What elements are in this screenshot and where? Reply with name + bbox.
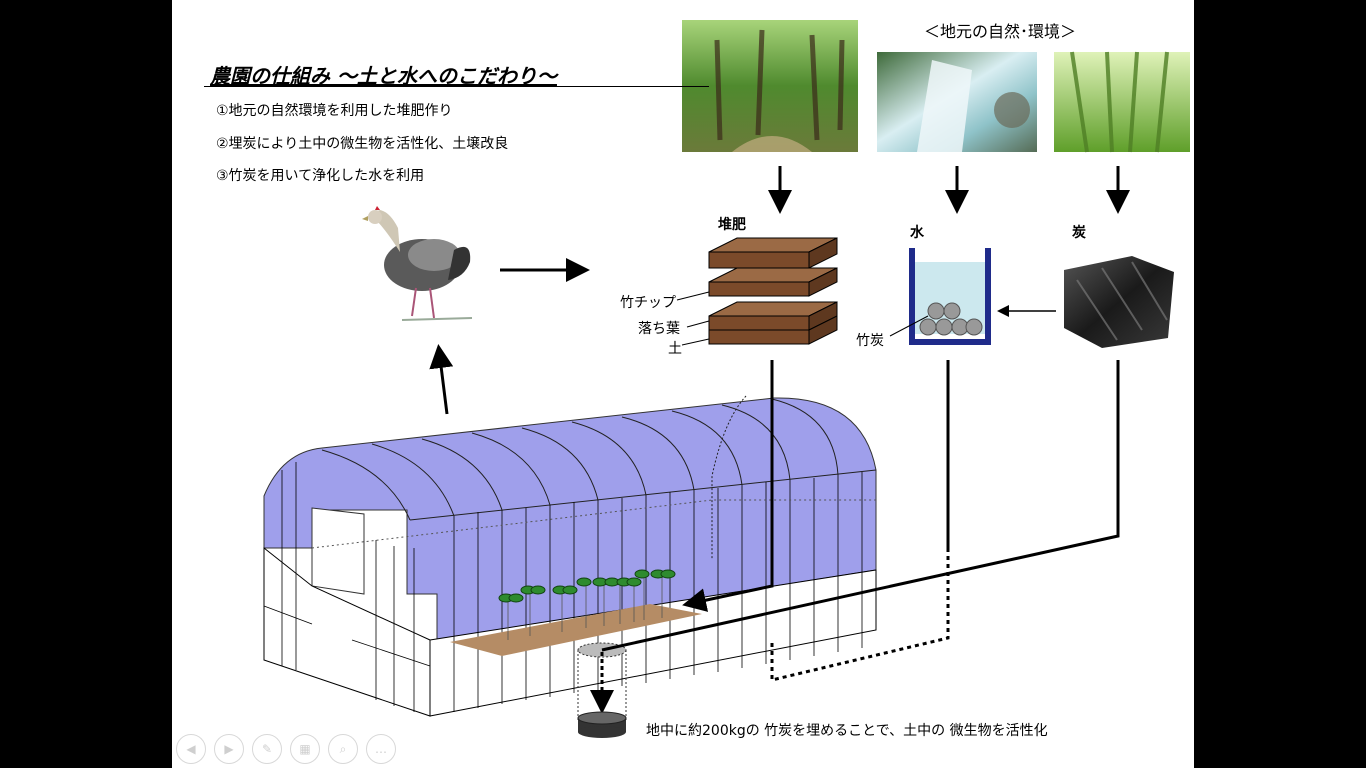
plants [507, 574, 663, 640]
slide: 農園の仕組み ～土と水へのこだわり～ ①地元の自然環境を利用した堆肥作り ②埋炭… [172, 0, 1194, 768]
prev-icon[interactable]: ◀ [176, 734, 206, 764]
greenhouse [263, 395, 877, 717]
farm-diagram [263, 20, 1190, 738]
compost-to-field-arrow [682, 360, 774, 612]
label-bamboo-charcoal: 竹炭 [856, 333, 884, 349]
label-soil: 土 [668, 341, 682, 357]
title-underline [204, 86, 709, 87]
next-icon[interactable]: ▶ [214, 734, 244, 764]
soil-bed [450, 604, 702, 656]
label-charcoal: 炭 [1072, 225, 1086, 241]
label-bamboo-chip: 竹チップ [620, 295, 676, 311]
greenhouse-to-chicken-arrow [429, 344, 454, 415]
zoom-icon[interactable]: ⌕ [328, 734, 358, 764]
water-line-dotted [770, 548, 950, 682]
point-2: ②埋炭により土中の微生物を活性化、土壌改良 [216, 136, 509, 152]
point-3: ③竹炭を用いて浄化した水を利用 [216, 168, 425, 184]
presentation-toolbar: ◀ ▶ ✎ ▦ ⌕ … [176, 734, 396, 764]
label-water: 水 [910, 225, 924, 241]
page-title: 農園の仕組み ～土と水へのこだわり～ [210, 64, 557, 88]
water-tank [889, 248, 991, 345]
photo-stream [877, 52, 1037, 152]
label-fallen-leaves: 落ち葉 [638, 321, 680, 337]
compost-stack [676, 237, 838, 346]
charcoal-to-field-line [601, 360, 1120, 652]
slides-icon[interactable]: ▦ [290, 734, 320, 764]
caption: 地中に約200kgの 竹炭を埋めることで、土中の 微生物を活性化 [646, 723, 1048, 739]
buried-charcoal [577, 642, 627, 738]
photo-bamboo [1054, 51, 1190, 153]
photo-forest [682, 20, 858, 152]
charcoal-photo [1060, 252, 1178, 350]
chicken-illustration [362, 206, 473, 321]
point-1: ①地元の自然環境を利用した堆肥作り [216, 103, 453, 119]
nature-heading: ＜地元の自然･環境＞ [924, 22, 1077, 41]
more-icon[interactable]: … [366, 734, 396, 764]
pen-icon[interactable]: ✎ [252, 734, 282, 764]
label-compost: 堆肥 [718, 217, 746, 233]
